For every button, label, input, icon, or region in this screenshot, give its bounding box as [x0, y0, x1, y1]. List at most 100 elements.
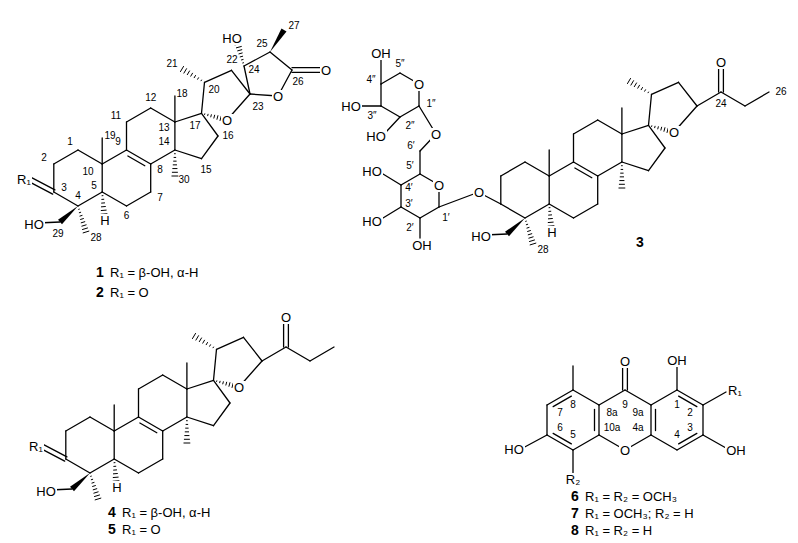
bond-line: [163, 375, 187, 389]
compound-number: 3: [636, 235, 644, 249]
hash-bond: [82, 228, 87, 230]
hash-bond: [663, 128, 665, 132]
bond-line: [90, 417, 114, 431]
bond-line: [501, 204, 525, 218]
hash-bond: [191, 73, 193, 76]
bond-line: [703, 435, 726, 448]
wedge-bond: [58, 206, 78, 224]
atom-label: R₁: [16, 173, 32, 186]
bond-line: [114, 417, 138, 431]
bond-line: [381, 106, 400, 117]
bond-line: [174, 122, 175, 150]
hash-bond: [216, 380, 217, 382]
hash-bond: [184, 443, 190, 444]
hash-bond: [621, 173, 624, 174]
bond-line: [270, 52, 292, 70]
hash-bond: [201, 80, 202, 82]
double-bond: [30, 182, 53, 194]
locant-number: 12: [145, 93, 156, 103]
atom-label: O: [619, 355, 631, 368]
locant-number: 23: [252, 102, 263, 112]
bond-line: [244, 337, 263, 361]
hash-bond: [83, 231, 89, 233]
atom-label: HO: [503, 443, 525, 456]
hash-bond: [222, 382, 224, 384]
bond-line: [151, 150, 175, 164]
compound-number: 7: [571, 506, 579, 520]
substituent-definition: R₁ = β-OH, α-H: [110, 266, 198, 279]
hash-bond: [549, 211, 551, 212]
atom-label: R₁: [28, 440, 44, 453]
bond-line: [679, 82, 698, 106]
bond-line: [574, 120, 598, 134]
atom-label: OH: [411, 239, 433, 252]
bond-line: [127, 192, 151, 206]
bond-line: [187, 417, 214, 426]
bond-line: [383, 174, 401, 185]
bond-line: [572, 450, 573, 474]
hash-bond: [90, 476, 92, 477]
bond-line: [381, 73, 400, 84]
hash-bond: [172, 176, 178, 177]
atom-label: OH: [666, 354, 688, 367]
hash-bond: [187, 71, 189, 75]
atom-label: O: [433, 179, 445, 192]
atom-label: OH: [370, 47, 392, 60]
hash-bond: [529, 237, 533, 238]
hash-bond: [219, 381, 220, 382]
locant-number: 4′: [405, 183, 412, 193]
locant-number: 2′: [406, 223, 413, 233]
substituent-definition: R₁ = OCH₃; R₂ = H: [585, 507, 694, 520]
hash-bond: [78, 209, 80, 210]
hash-bond: [654, 126, 655, 127]
bond-line: [599, 390, 625, 405]
hash-bond: [549, 214, 552, 215]
locant-number: 3: [687, 423, 693, 433]
double-bond: [553, 396, 571, 407]
hash-bond: [528, 234, 532, 235]
locant-number: 6: [557, 423, 563, 433]
atom-label: HO: [35, 485, 57, 498]
bond-line: [386, 117, 400, 132]
hash-bond: [529, 240, 534, 242]
locant-number: 6′: [407, 141, 414, 151]
locant-number: 19: [104, 131, 115, 141]
bond-line: [202, 136, 219, 159]
locant-number: 14: [158, 137, 169, 147]
bond-line: [598, 162, 622, 176]
hash-bond: [242, 62, 244, 63]
hash-bond: [184, 439, 189, 440]
bond-line: [546, 405, 547, 435]
locant-number: 1′: [442, 213, 449, 223]
bond-line: [420, 207, 439, 218]
hash-bond: [102, 199, 104, 200]
compound-number: 2: [96, 285, 104, 299]
hash-bond: [203, 340, 205, 343]
bond-line: [139, 375, 163, 389]
hash-bond: [207, 114, 208, 115]
bond-line: [202, 113, 219, 136]
atom-label: O: [473, 186, 485, 199]
bond-line: [380, 60, 381, 84]
atom-label: H: [111, 481, 122, 494]
hash-bond: [114, 462, 116, 463]
substituent-definition: R₁ = O: [122, 523, 161, 536]
bond-line: [400, 106, 419, 117]
hash-bond: [209, 345, 211, 346]
hash-bond: [184, 69, 187, 73]
hash-bond: [114, 469, 117, 470]
atom-label: O: [272, 90, 284, 103]
hash-bond: [240, 56, 242, 58]
atom-label: O: [280, 311, 292, 324]
locant-number: 26: [292, 77, 303, 87]
double-bond: [32, 178, 55, 190]
hash-bond: [101, 206, 105, 207]
locant-number: 8: [157, 165, 163, 175]
double-bond: [575, 168, 592, 178]
bond-line: [78, 192, 102, 206]
atom-label: O: [233, 381, 245, 394]
locant-number: 27: [288, 21, 299, 31]
locant-number: 9a: [632, 408, 643, 418]
locant-number: 16: [222, 131, 233, 141]
